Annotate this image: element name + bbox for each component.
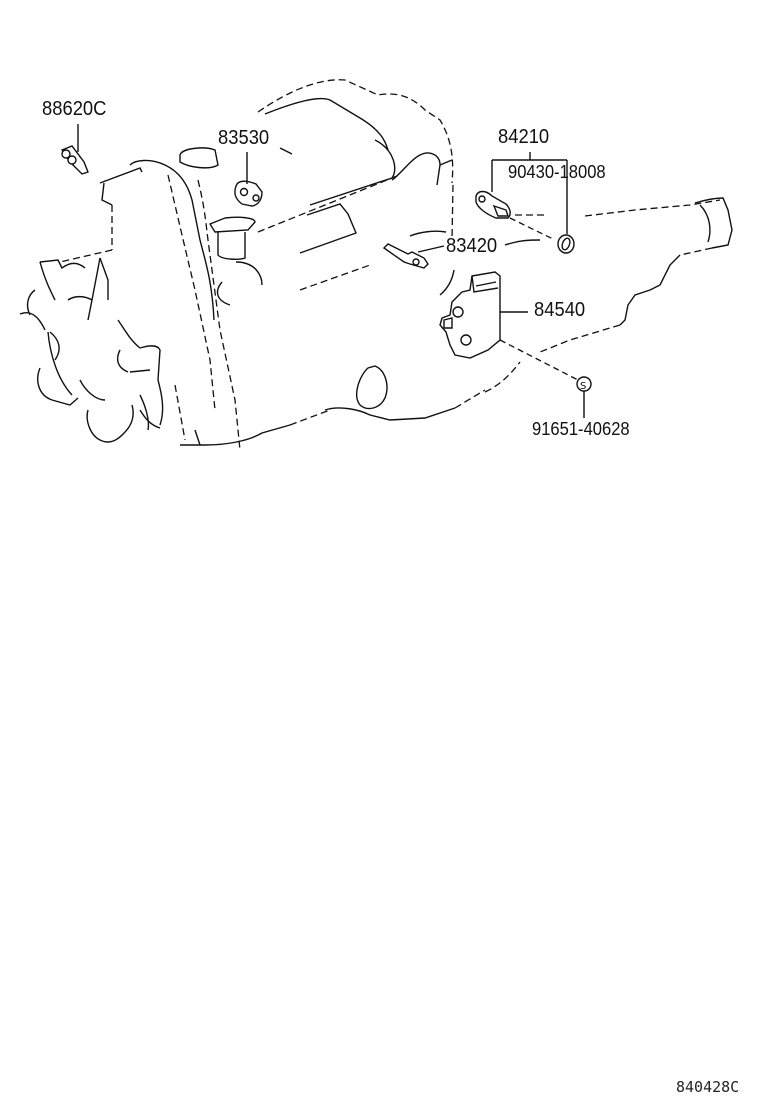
part-90430-18008-gasket xyxy=(557,234,575,254)
callout-90430-18008: 90430-18008 xyxy=(508,162,606,182)
part-91651-40628-bolt: S xyxy=(576,376,592,418)
callout-84540: 84540 xyxy=(534,299,586,321)
engine-block xyxy=(59,147,486,451)
cooling-fan xyxy=(19,257,164,443)
part-84540-switch xyxy=(439,271,579,381)
engine-top-cover xyxy=(257,79,454,254)
transmission-housing xyxy=(484,197,733,393)
callout-88620C: 88620C xyxy=(42,98,107,120)
svg-text:S: S xyxy=(580,381,586,392)
callout-91651-40628: 91651-40628 xyxy=(532,419,630,439)
callout-83530: 83530 xyxy=(218,127,270,149)
part-84210-switch xyxy=(475,152,568,241)
callout-84210: 84210 xyxy=(498,126,550,148)
part-83420-sensor xyxy=(382,230,455,296)
part-83530-switch xyxy=(234,152,263,207)
reference-code: 840428C xyxy=(676,1078,740,1096)
part-88620C-sensor xyxy=(60,124,89,175)
callout-83420: 83420 xyxy=(446,235,498,257)
